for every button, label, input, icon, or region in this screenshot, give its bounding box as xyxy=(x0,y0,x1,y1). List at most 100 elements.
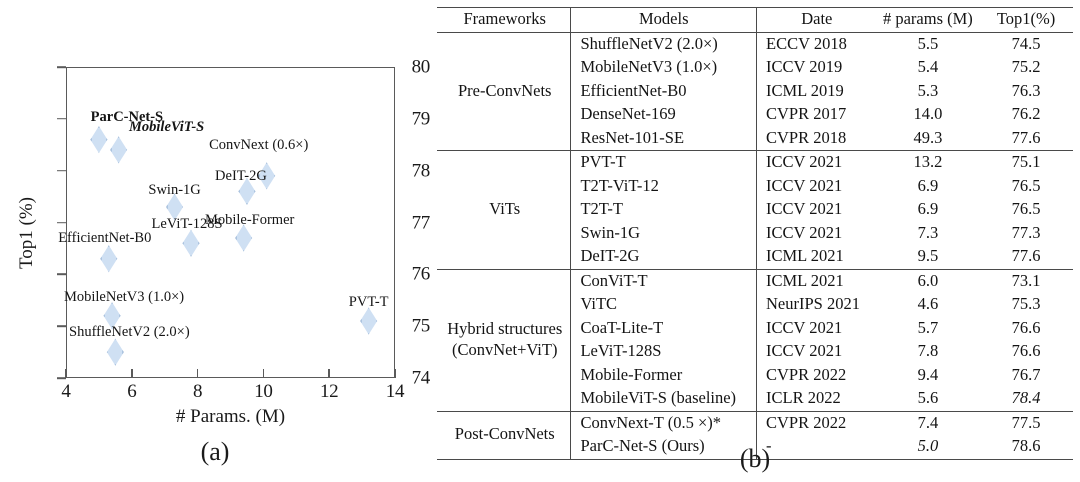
scatter-point-convnext-0-6 xyxy=(258,162,276,190)
params-cell: 5.4 xyxy=(917,57,939,76)
model-cell: DeIT-2G xyxy=(570,245,757,269)
model-cell: T2T-T xyxy=(570,198,757,222)
top1-cell: 76.3 xyxy=(1011,80,1041,100)
column-header-params: # params (M) xyxy=(882,9,973,28)
params-cell: 6.9 xyxy=(917,175,939,195)
top1-cell: 76.5 xyxy=(1011,175,1041,195)
model-cell: ResNet-101-SE xyxy=(570,126,757,151)
model-cell: EfficientNet-B0 xyxy=(570,79,757,103)
y-tick-mark xyxy=(57,169,66,172)
params-cell: 9.5 xyxy=(917,246,939,265)
scatter-label: MobileViT-S xyxy=(129,118,205,135)
date-cell: - xyxy=(755,435,877,459)
params-cell: 49.3 xyxy=(913,127,943,147)
date-cell: ICML 2021 xyxy=(755,245,877,269)
model-cell: LeViT-128S xyxy=(570,340,757,364)
x-axis-title: # Params. (M) xyxy=(175,406,286,427)
table-header: Frameworks Models Date # params (M) Top1… xyxy=(437,7,1073,32)
framework-cell: Pre-ConvNets xyxy=(457,80,552,100)
scatter-point-mobile-former xyxy=(235,224,253,252)
model-cell: CoaT-Lite-T xyxy=(570,316,757,340)
scatter-label: MobileNetV3 (1.0×) xyxy=(63,288,185,305)
top1-cell: 78.6 xyxy=(1011,436,1041,455)
x-tick-label: 12 xyxy=(319,381,339,402)
column-header-date: Date xyxy=(755,7,877,32)
framework-label-line2: (ConvNet+ViT) xyxy=(452,339,558,359)
y-tick-label: 78 xyxy=(411,160,431,182)
model-cell: ConvNext-T (0.5 ×)* xyxy=(570,411,757,435)
date-cell: CVPR 2022 xyxy=(755,411,877,435)
y-tick-label: 80 xyxy=(411,56,431,78)
top1-cell: 76.6 xyxy=(1011,341,1041,360)
model-cell: ShuffleNetV2 (2.0×) xyxy=(570,32,757,56)
scatter-label: DeIT-2G xyxy=(215,168,267,185)
scatter-point-levit-128s xyxy=(182,229,200,257)
date-cell: CVPR 2022 xyxy=(755,363,877,387)
date-cell: ICCV 2021 xyxy=(755,340,877,364)
model-cell: DenseNet-169 xyxy=(570,103,757,127)
params-cell: 7.3 xyxy=(917,222,939,242)
model-cell: ViTC xyxy=(570,293,757,317)
x-tick-mark xyxy=(262,369,265,378)
scatter-label: ConvNext (0.6×) xyxy=(209,136,309,153)
params-cell: 5.3 xyxy=(917,80,939,100)
scatter-label: LeViT-128S xyxy=(151,216,223,233)
params-cell: 9.4 xyxy=(917,364,939,384)
top1-cell: 75.1 xyxy=(1011,152,1041,171)
params-cell: 5.7 xyxy=(917,317,939,337)
top1-cell: 77.5 xyxy=(1011,412,1041,432)
date-cell: ICML 2021 xyxy=(755,269,877,293)
table-figure: Frameworks Models Date # params (M) Top1… xyxy=(430,0,1080,482)
model-cell: T2T-ViT-12 xyxy=(570,174,757,198)
framework-label-line1: Hybrid structures xyxy=(447,319,563,338)
figure-b-caption: (b) xyxy=(739,444,771,473)
top1-cell: 74.5 xyxy=(1011,33,1041,53)
y-tick-mark xyxy=(57,118,66,120)
scatter-point-parc-net-s xyxy=(90,126,108,154)
params-cell: 6.9 xyxy=(917,199,939,218)
date-cell: CVPR 2017 xyxy=(755,103,877,127)
x-tick-label: 14 xyxy=(385,381,405,402)
x-tick-label: 6 xyxy=(127,381,137,402)
params-cell: 5.0 xyxy=(917,436,939,455)
date-cell: ICML 2019 xyxy=(755,79,877,103)
x-tick-label: 4 xyxy=(61,381,71,402)
x-tick-mark xyxy=(328,369,330,378)
date-cell: NeurIPS 2021 xyxy=(755,293,877,317)
y-tick-label: 75 xyxy=(411,315,431,337)
model-cell: MobileViT-S (baseline) xyxy=(570,387,757,411)
scatter-label: Swin-1G xyxy=(148,181,201,198)
framework-cell: Post-ConvNets xyxy=(454,424,555,444)
y-tick-mark xyxy=(57,377,66,379)
y-axis-title: Top1 (%) xyxy=(16,197,37,270)
params-cell: 6.0 xyxy=(917,270,939,290)
column-header-frameworks: Frameworks xyxy=(463,9,546,28)
y-tick-label: 76 xyxy=(411,263,431,285)
performance-table: Frameworks Models Date # params (M) Top1… xyxy=(437,7,1073,460)
y-tick-label: 77 xyxy=(411,212,431,233)
top1-cell: 76.6 xyxy=(1011,317,1041,337)
x-tick-mark xyxy=(394,369,396,378)
table-row: Pre-ConvNets ShuffleNetV2 (2.0×)ECCV 2018… xyxy=(437,32,1073,100)
y-tick-label: 74 xyxy=(411,367,431,389)
date-cell: ICCV 2021 xyxy=(755,221,877,245)
date-cell: CVPR 2018 xyxy=(755,126,877,151)
top1-cell: 77.6 xyxy=(1011,246,1041,265)
scatter-label: PVT-T xyxy=(348,293,389,310)
date-cell: ECCV 2018 xyxy=(755,32,877,56)
model-cell: MobileNetV3 (1.0×) xyxy=(570,56,757,80)
framework-cell: Hybrid structures(ConvNet+ViT) xyxy=(437,269,571,411)
figure-a-caption: (a) xyxy=(200,437,230,466)
top1-cell: 75.2 xyxy=(1011,57,1041,76)
y-tick-label: 79 xyxy=(411,108,431,130)
